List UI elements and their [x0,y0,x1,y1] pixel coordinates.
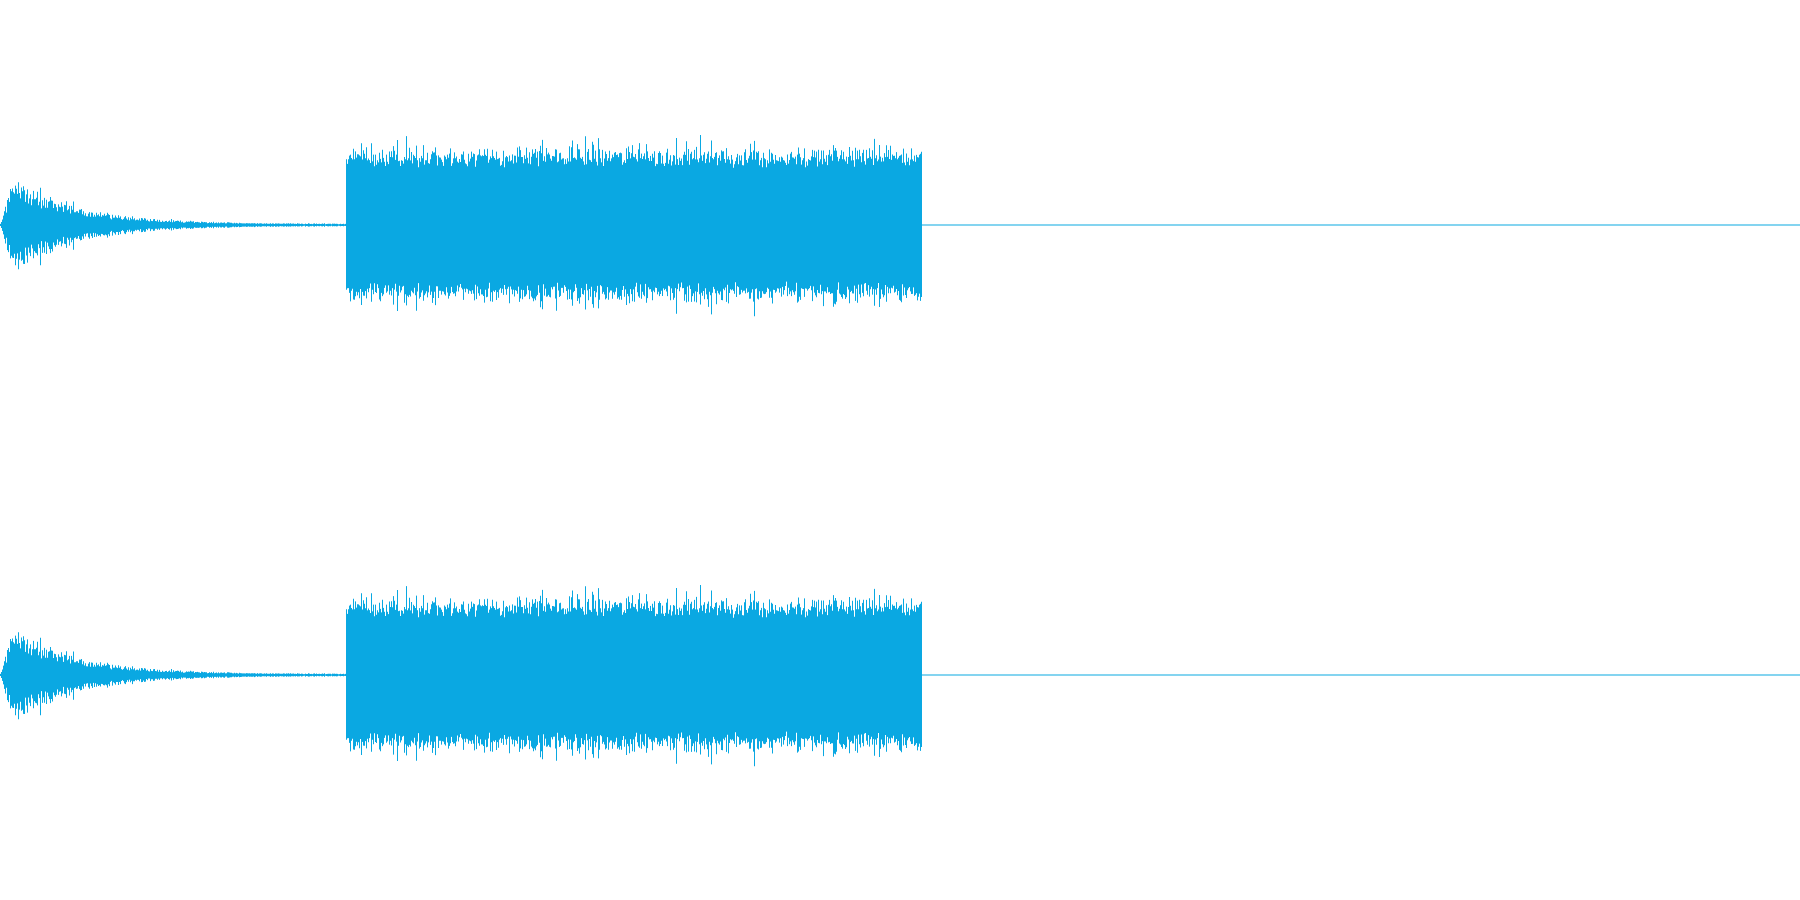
waveform-segment-decay-burst [0,632,346,720]
waveform-segment-sustained-noise [346,135,922,317]
waveform-channel-1 [0,135,1800,317]
waveform-segment-sustained-noise [346,585,922,767]
waveform-channel-2 [0,585,1800,767]
waveform-segment-decay-burst [0,182,346,270]
